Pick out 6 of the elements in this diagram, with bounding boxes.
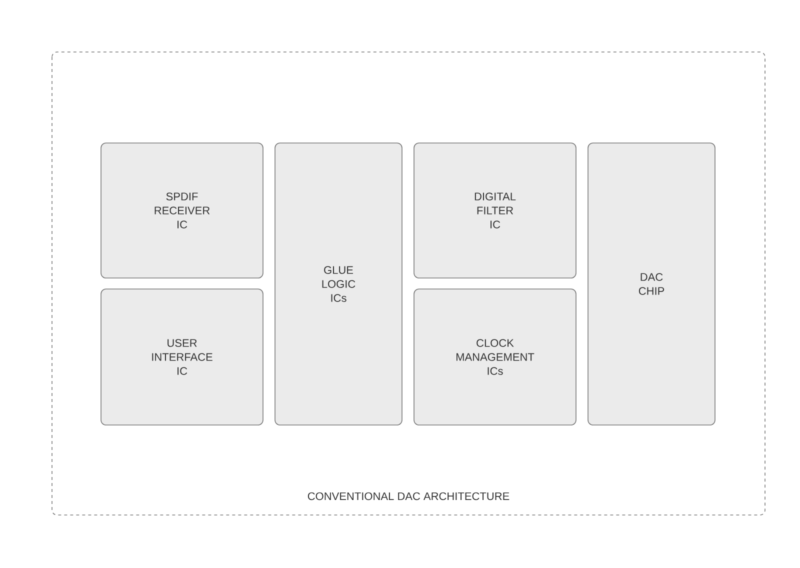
component-box: USER INTERFACE IC [100, 288, 264, 426]
component-box: DIGITAL FILTER IC [414, 142, 576, 278]
component-box: SPDIF RECEIVER IC [100, 142, 264, 278]
component-box: GLUE LOGIC ICs [274, 142, 402, 426]
component-box: CLOCK MANAGEMENT ICs [414, 288, 576, 426]
component-box: DAC CHIP [588, 142, 716, 426]
